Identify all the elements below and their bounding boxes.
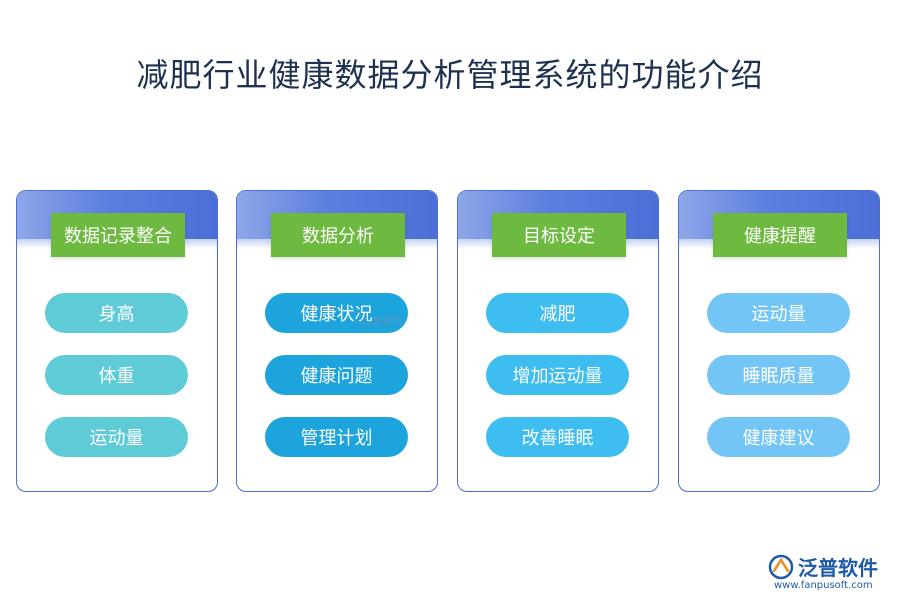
item-pill: 增加运动量 bbox=[486, 355, 629, 395]
logo-url: www.fanpusoft.com bbox=[774, 580, 873, 591]
page-title: 减肥行业健康数据分析管理系统的功能介绍 bbox=[136, 56, 764, 94]
item-pill: 健康建议 bbox=[707, 417, 850, 457]
item-pill: 睡眠质量 bbox=[707, 355, 850, 395]
brand-logo: 泛普软件 www.fanpusoft.com bbox=[768, 552, 892, 596]
card-header: 健康提醒 bbox=[713, 213, 847, 257]
card-header: 数据分析 bbox=[271, 213, 405, 257]
item-pill: 体重 bbox=[45, 355, 188, 395]
card-data-analysis: 数据分析 健康状况 健康问题 管理计划 bbox=[236, 190, 438, 492]
fanpu-logo-icon bbox=[768, 554, 794, 580]
card-goal-setting: 目标设定 减肥 增加运动量 改善睡眠 bbox=[457, 190, 659, 492]
item-pill: 改善睡眠 bbox=[486, 417, 629, 457]
item-pill: 健康状况 bbox=[265, 293, 408, 333]
item-pill: 管理计划 bbox=[265, 417, 408, 457]
item-pill: 身高 bbox=[45, 293, 188, 333]
logo-name: 泛普软件 bbox=[798, 556, 878, 580]
watermark: 泛普软件 bbox=[360, 315, 404, 328]
card-data-record: 数据记录整合 身高 体重 运动量 bbox=[16, 190, 218, 492]
card-health-reminder: 健康提醒 运动量 睡眠质量 健康建议 bbox=[678, 190, 880, 492]
item-pill: 运动量 bbox=[707, 293, 850, 333]
item-pill: 运动量 bbox=[45, 417, 188, 457]
card-header: 目标设定 bbox=[492, 213, 626, 257]
item-pill: 健康问题 bbox=[265, 355, 408, 395]
item-pill: 减肥 bbox=[486, 293, 629, 333]
card-header: 数据记录整合 bbox=[51, 213, 185, 257]
